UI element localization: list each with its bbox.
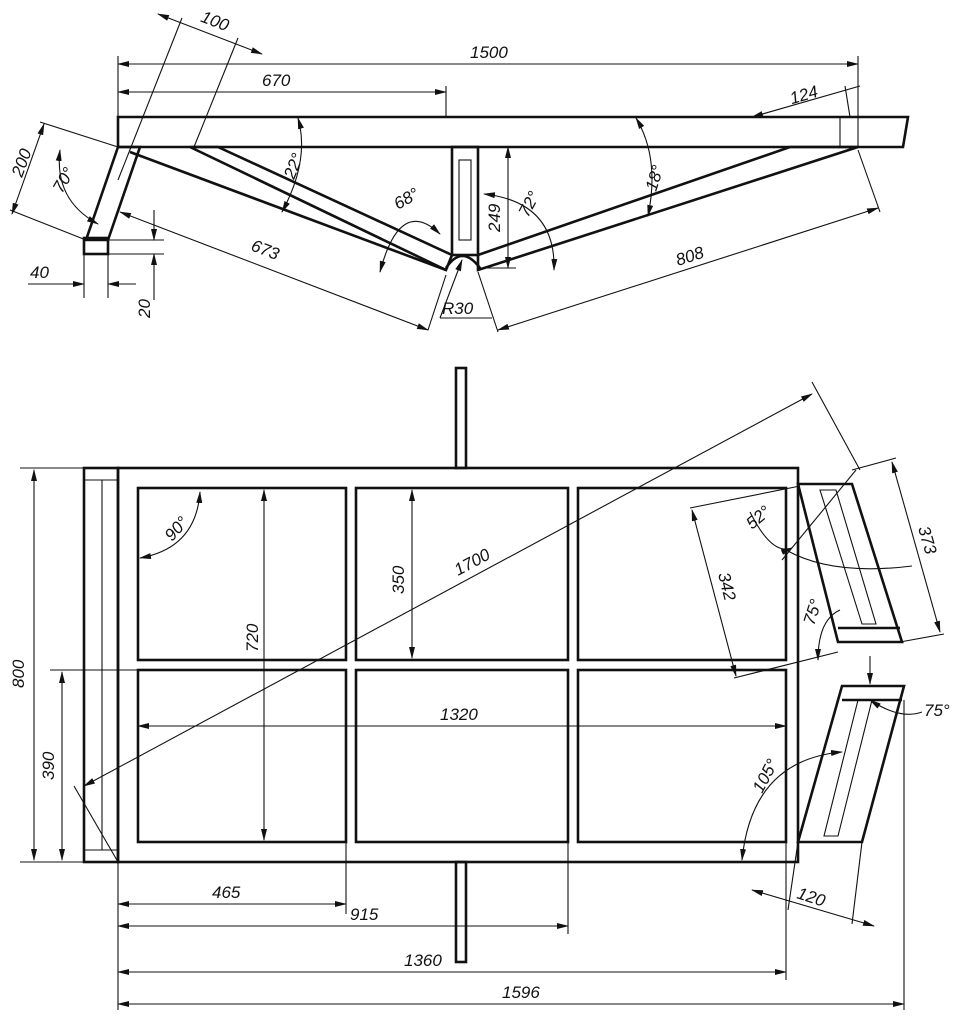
- ext-line: [787, 841, 799, 911]
- angle-arc-70: [55, 149, 99, 225]
- dim-673: 673: [249, 236, 283, 264]
- pivot-bar-bottom: [454, 860, 468, 964]
- dim-390: 390: [39, 751, 58, 780]
- dim-120: 120: [795, 884, 828, 911]
- ext-line: [844, 85, 851, 118]
- panel-1: [136, 486, 348, 662]
- angle-arc-52-ext: [785, 549, 913, 570]
- elevation-view: 100 1500 670 124 200 70° 22° 68° 72° 18°…: [8, 7, 910, 333]
- dim-40: 40: [30, 263, 49, 282]
- angle-arc-18: [635, 117, 654, 217]
- panel-5: [354, 668, 570, 844]
- angle-105: 105°: [749, 756, 782, 796]
- dim-line-200: [11, 123, 45, 215]
- dim-line-1700: [83, 393, 813, 787]
- central-bracket: [450, 145, 480, 257]
- dim-808: 808: [673, 243, 706, 270]
- dim-124: 124: [788, 82, 821, 108]
- dim-1700: 1700: [451, 545, 494, 580]
- ext-line: [117, 17, 183, 181]
- ext-line: [689, 485, 801, 509]
- dim-1360: 1360: [404, 951, 442, 970]
- dim-1596: 1596: [502, 983, 540, 1002]
- ext-line: [39, 121, 119, 148]
- dim-915: 915: [350, 905, 379, 924]
- dim-670: 670: [262, 71, 291, 90]
- ext-line: [9, 209, 87, 241]
- panel-4: [136, 668, 348, 844]
- dim-342: 342: [714, 570, 739, 603]
- angle-75b: 75°: [924, 701, 950, 720]
- dim-line-124: [751, 85, 861, 118]
- dim-350: 350: [389, 565, 408, 594]
- left-foot: [82, 236, 110, 256]
- dim-line-808: [497, 207, 879, 331]
- dim-249: 249: [485, 203, 504, 233]
- ext-line: [477, 271, 499, 333]
- ext-line: [193, 37, 239, 148]
- ext-line: [851, 457, 897, 471]
- central-bracket-slot: [458, 159, 472, 241]
- left-end-rail: [82, 466, 120, 864]
- angle-68: 68°: [391, 184, 423, 213]
- dim-line-120: [751, 889, 875, 927]
- plan-view: 90° 720 350 1700 52° 342 373 75° 75° 800…: [9, 366, 950, 1010]
- dim-line-342: [691, 509, 737, 677]
- dim-373: 373: [914, 524, 940, 557]
- dim-720: 720: [243, 623, 262, 652]
- dim-20: 20: [135, 299, 154, 319]
- ext-line: [899, 633, 945, 643]
- pivot-bar-top: [454, 366, 468, 470]
- angle-70: 70°: [49, 164, 78, 196]
- ext-line: [427, 274, 447, 331]
- panel-6: [576, 668, 788, 844]
- angle-52: 52°: [742, 502, 774, 533]
- angle-arc-75b: [869, 699, 923, 715]
- dim-1320: 1320: [440, 705, 478, 724]
- ext-line: [781, 469, 857, 561]
- radius-r30: R30: [442, 299, 474, 318]
- ext-line: [73, 785, 119, 863]
- angle-75a: 75°: [800, 597, 826, 628]
- dim-line-373: [891, 461, 941, 633]
- right-upper-brace-slot: [819, 489, 877, 625]
- ext-line: [811, 381, 861, 471]
- angle-18: 18°: [642, 163, 668, 194]
- top-rail: [116, 115, 910, 149]
- dim-800: 800: [9, 659, 28, 688]
- ext-line: [851, 841, 863, 925]
- angle-arc-75a: [815, 609, 841, 661]
- angle-arc-52: [749, 511, 793, 555]
- left-diagonal-member: [189, 145, 454, 272]
- angle-90: 90°: [161, 513, 192, 545]
- dim-465: 465: [212, 883, 241, 902]
- left-end-strut: [84, 145, 142, 242]
- dim-line-100: [157, 13, 263, 55]
- ext-line: [857, 149, 881, 213]
- angle-arc-105: [740, 749, 843, 861]
- dim-1500: 1500: [470, 43, 508, 62]
- angle-72: 72°: [515, 188, 544, 220]
- dim-line-673: [119, 211, 429, 331]
- dim-200: 200: [8, 146, 36, 181]
- angle-arc-22: [281, 117, 304, 213]
- dim-line-r30: [439, 259, 463, 319]
